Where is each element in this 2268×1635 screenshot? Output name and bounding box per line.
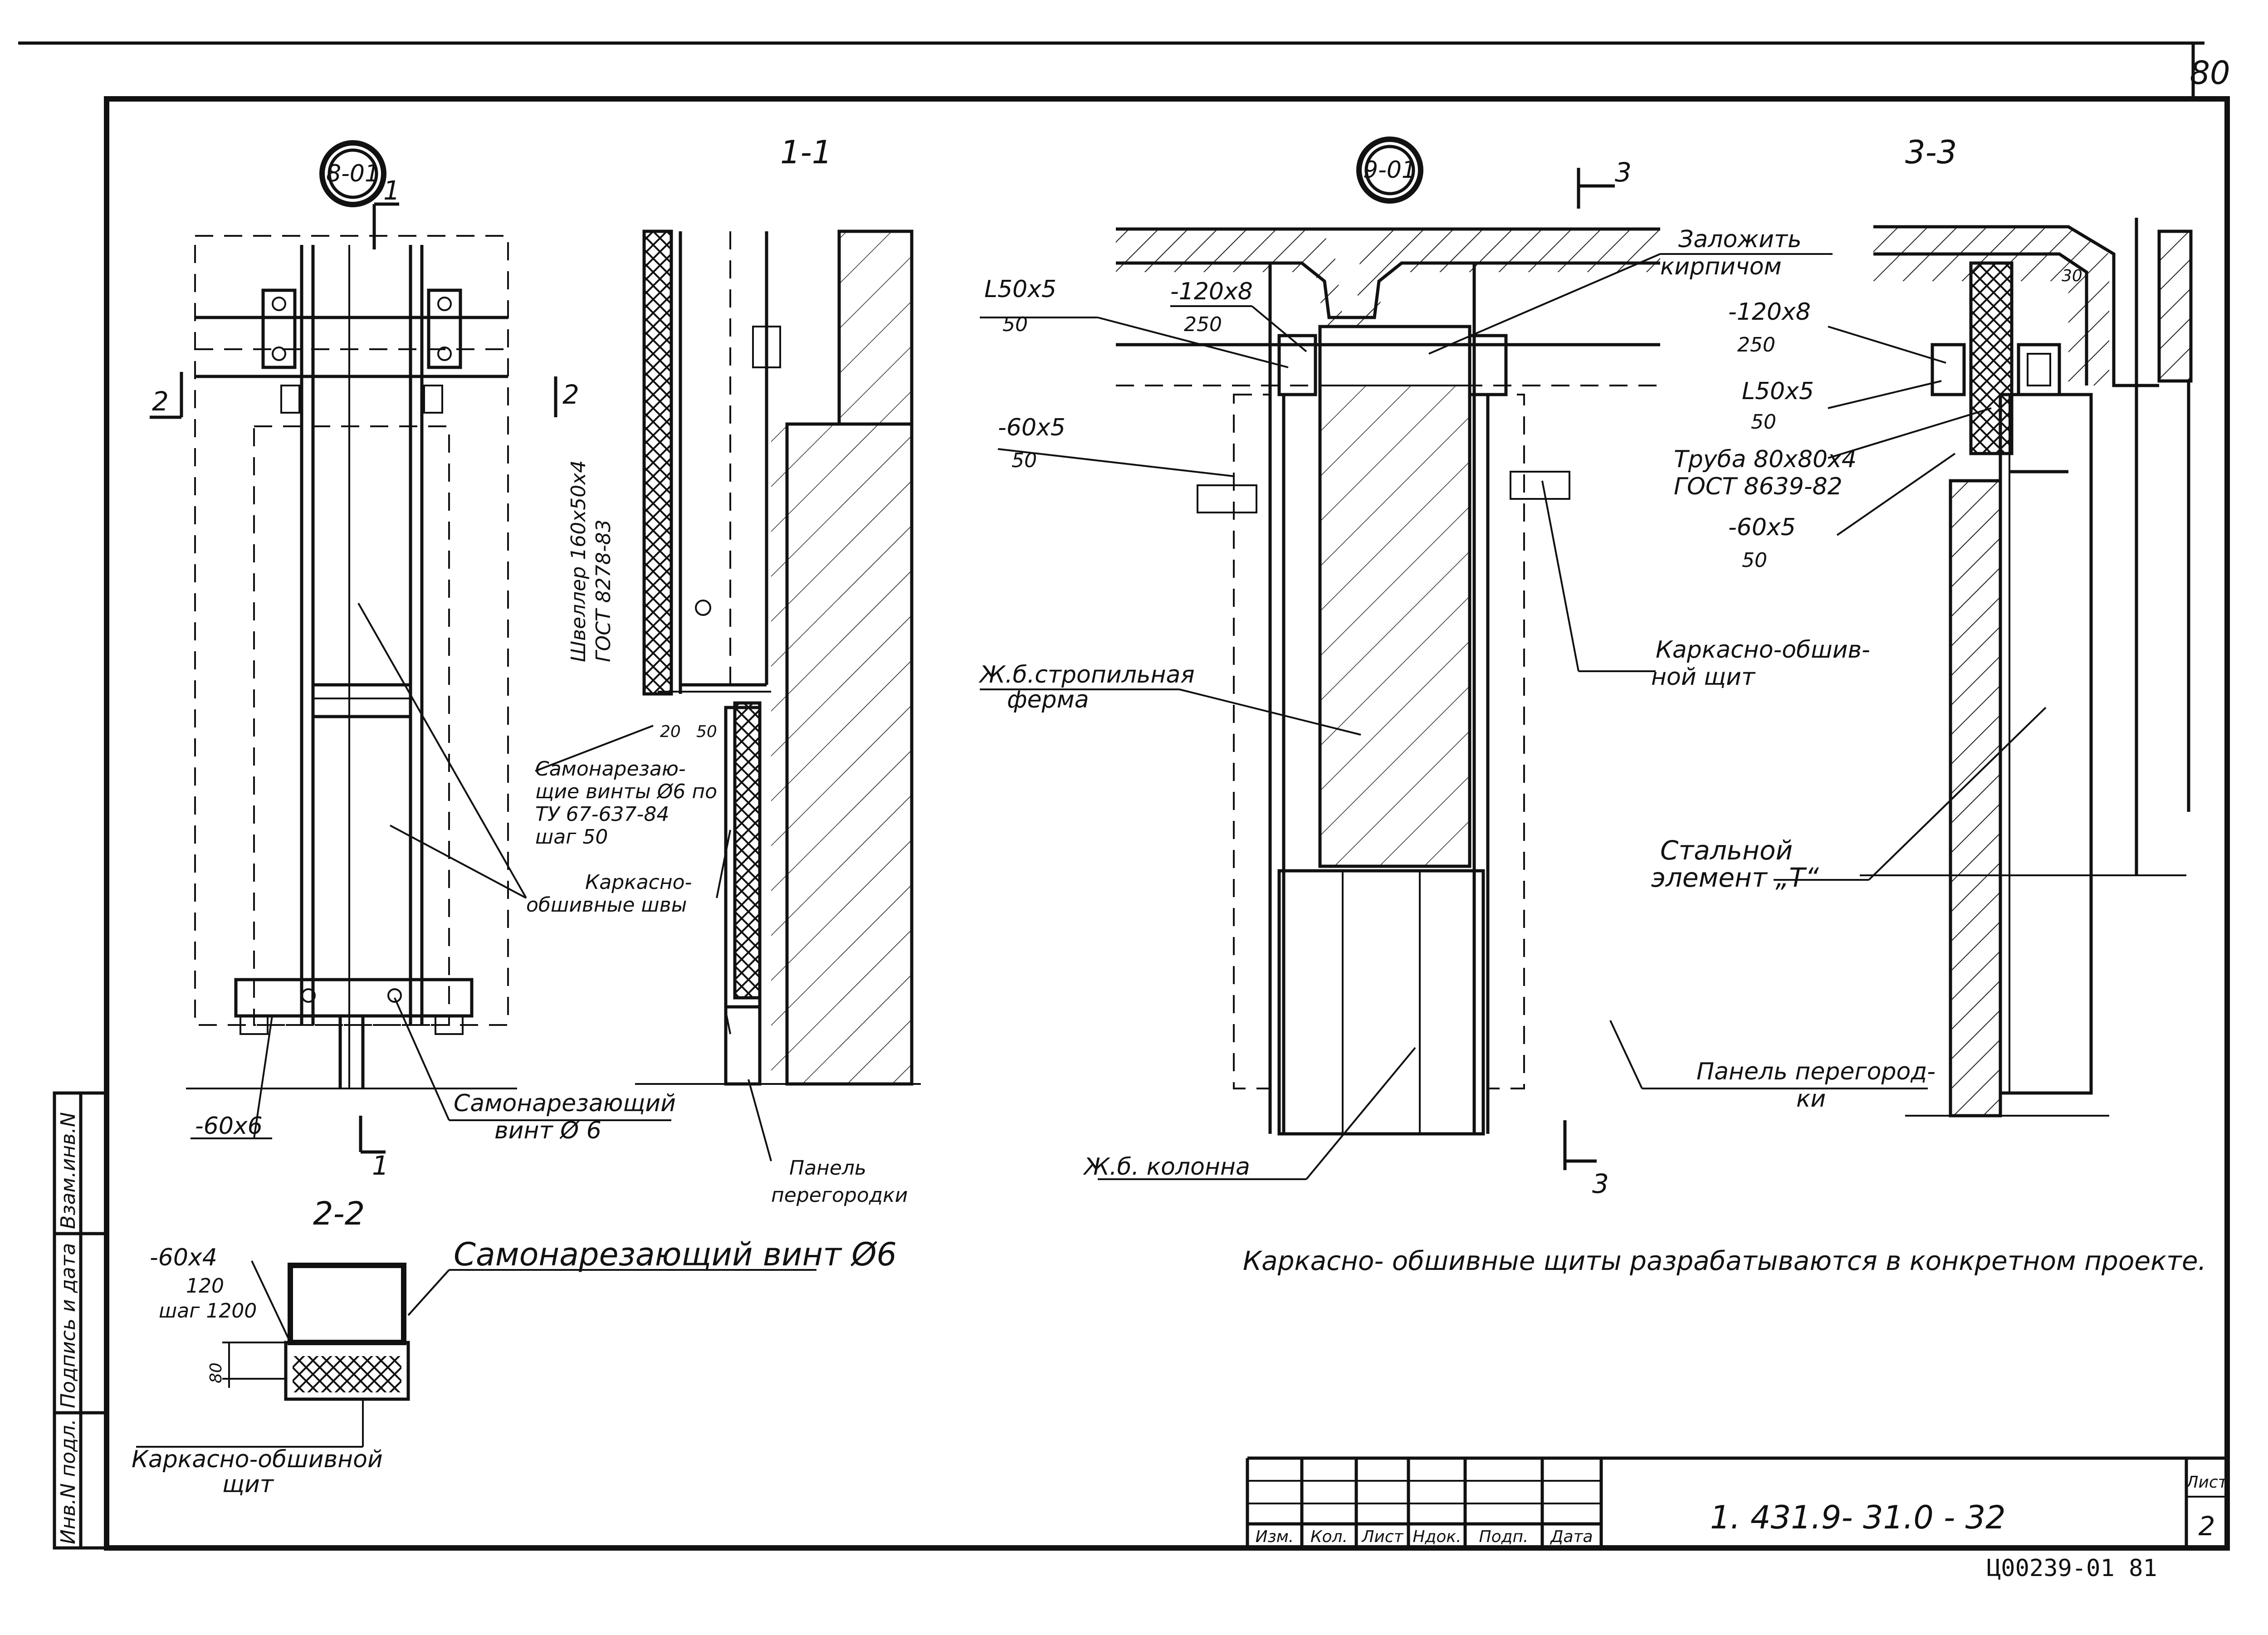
channel-gost: ГОСТ 8278-83 [592,519,615,662]
framed-shield-1: Каркасно-обшивной [132,1446,383,1473]
plate-60x5-len: 50 [1012,449,1037,472]
plate-60x4-len: 120 [186,1274,224,1298]
panel-r1: Панель перегород- [1696,1058,1936,1085]
plate-120x8-b-len: 250 [1737,333,1775,356]
plate-60x4-step: шаг 1200 [159,1299,257,1323]
side-stamp [53,1091,108,1550]
section-2-2 [136,1260,816,1448]
plate-120x8-len: 250 [1184,313,1222,336]
pipe-2: ГОСТ 8639-82 [1674,473,1843,500]
section-22-title: 2-2 [313,1195,365,1232]
stamp-col-podp: Подп. [1479,1528,1529,1546]
pipe-1: Труба 80х80х4 [1674,446,1857,473]
angle-50x5-b-len: 50 [1751,410,1776,434]
stamp-inv: Инв.N подл. [57,1419,80,1544]
dim-30: 30 [2062,267,2082,285]
panel-r2: ки [1796,1085,1826,1113]
screw-full: Самонарезающий винт Ø6 [454,1236,897,1273]
stamp-col-data: Дата [1549,1528,1593,1546]
sheet-label: Лист [2185,1473,2228,1492]
self-screws-3: ТУ 67-637-84 [535,803,669,826]
plate-60x5-b-len: 50 [1742,549,1767,572]
truss-2: ферма [1007,686,1089,713]
cut-2-left: 2 [152,386,169,417]
inventory-number: Ц00239-01 81 [1987,1555,2157,1582]
framed-seams-2: обшивные швы [526,893,687,917]
steel-1: Стальной [1660,835,1793,866]
self-screws-4: шаг 50 [535,825,608,849]
self-screws-1: Самонарезаю- [535,757,686,781]
truss-1: Ж.б.стропильная [978,661,1195,688]
framed-seams-1: Каркасно- [585,871,692,894]
partition-panel-2: перегородки [771,1184,908,1207]
cut-3-bottom: 3 [1592,1168,1609,1199]
stamp-col-kol: Кол. [1310,1528,1348,1546]
section-11-title: 1-1 [780,134,832,171]
dim-50: 50 [696,722,717,741]
plate-120x8-b: -120х8 [1728,298,1811,326]
screw-label-1: Самонарезающий [454,1090,676,1117]
plate-60x5: -60х5 [998,414,1066,441]
steel-2: элемент „Т“ [1651,862,1819,893]
channel-label: Швеллер 160х50х4 [567,460,590,662]
brick-2: кирпичом [1660,253,1782,280]
angle-50x5-b: L50х5 [1742,378,1814,405]
screw-label-2: винт Ø 6 [494,1117,601,1144]
view-8-01 [150,140,671,1154]
general-note: Каркасно- обшивные щиты разрабатываются … [1243,1245,2206,1276]
title-block [1246,1456,2227,1548]
angle-50x5: L50х5 [984,276,1056,303]
stamp-sign: Подпись и дата [57,1243,80,1408]
view-9-01 [980,137,1928,1180]
self-screws-2: щие винты Ø6 по [535,780,717,803]
plate-60x6: -60х6 [195,1113,263,1140]
cut-1-top: 1 [383,175,400,206]
plate-60x4: -60х4 [150,1244,217,1271]
section-33-title: 3-3 [1905,134,1957,171]
stamp-col-list: Лист [1361,1528,1403,1546]
cut-2-right: 2 [562,379,579,410]
framed-shield-2: щит [222,1471,274,1498]
cut-1-bottom: 1 [372,1150,389,1181]
section-1-1 [535,229,921,1162]
node-8-01-label: 8-01 [326,160,380,187]
brick-1: Заложить [1678,226,1802,253]
angle-50x5-len: 50 [1002,313,1028,336]
plate-120x8: -120х8 [1170,278,1253,305]
plate-60x5-b: -60х5 [1728,514,1796,541]
node-9-01-label: 9-01 [1363,156,1417,184]
cut-3-top: 3 [1615,157,1632,188]
column-label: Ж.б. колонна [1083,1153,1250,1181]
page-number: 80 [2190,54,2230,92]
sheet-value: 2 [2199,1511,2215,1542]
stamp-col-ndok: Ндок. [1413,1528,1461,1546]
framed-shield-r2: ной щит [1651,664,1756,691]
drawing-code: 1. 431.9- 31.0 - 32 [1710,1499,2006,1536]
section-3-3 [1774,218,2193,1118]
dim-80: 80 [207,1362,225,1383]
stamp-col-izm: Изм. [1256,1528,1294,1546]
partition-panel-1: Панель [789,1157,866,1180]
dim-20: 20 [660,722,681,741]
stamp-replace: Взам.инв.N [57,1112,80,1229]
sheet-frame [18,41,2230,1551]
framed-shield-r1: Каркасно-обшив- [1656,636,1870,664]
